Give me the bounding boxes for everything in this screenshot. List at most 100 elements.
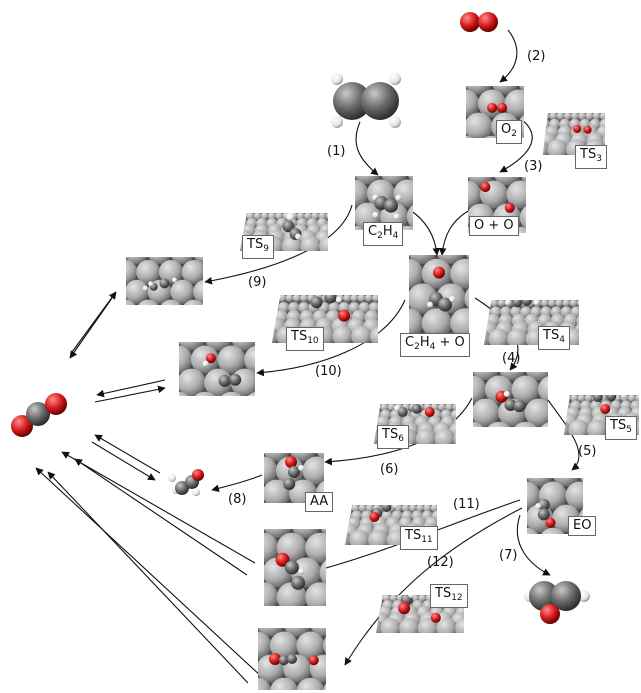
- hydrogen-atom: [504, 300, 511, 306]
- oxygen-atom: [504, 202, 515, 213]
- surface-c2h4-plus-o: [409, 255, 469, 335]
- arrow-step-10: [256, 299, 406, 377]
- arrow-co2-e1: [35, 467, 264, 679]
- label-ts11: TS11: [400, 526, 438, 550]
- surface-step9-product: [126, 257, 203, 305]
- arrow-step-12: [344, 507, 523, 666]
- label-ts10: TS10: [286, 327, 324, 351]
- step-label-1: (1): [327, 144, 345, 159]
- label-ts4: TS4: [538, 326, 570, 350]
- c2h4o-c: C: [405, 335, 415, 350]
- ts5-main: TS: [610, 418, 627, 433]
- oxygen-atom: [480, 182, 491, 193]
- arrow-step-6: [324, 397, 473, 466]
- step-label-2: (2): [527, 49, 545, 64]
- step-label-4: (4): [502, 351, 520, 366]
- c2h4-c: C: [368, 224, 378, 239]
- arrow-co2-c2: [91, 441, 156, 481]
- hydrogen-atom: [286, 213, 295, 221]
- hydrogen-atom: [427, 301, 433, 308]
- label-ts12: TS12: [430, 584, 468, 608]
- hydrogen-atom: [533, 300, 540, 306]
- ts6-sub: 6: [398, 434, 404, 444]
- step-label-8: (8): [228, 492, 246, 507]
- label-c2h4-plus-o: C2H4 + O: [400, 333, 470, 357]
- oxygen-atom: [205, 353, 216, 364]
- oxygen-atom: [275, 552, 290, 567]
- carbon-atom: [283, 478, 296, 490]
- step-label-7: (7): [499, 548, 517, 563]
- surface-oxametallacycle: [473, 372, 548, 427]
- hydrogen-atom: [142, 285, 148, 291]
- arrow-c2h4-to-merge: [409, 209, 441, 256]
- oxygen-atom: [573, 124, 582, 133]
- label-ts5: TS5: [605, 416, 637, 440]
- arrow-step-9: [204, 204, 353, 285]
- oxygen-atom: [545, 517, 556, 528]
- ts12-main: TS: [435, 586, 452, 601]
- ts10-sub: 10: [307, 336, 319, 346]
- carbon-atom: [310, 296, 323, 309]
- c2h4o-sub1: 2: [414, 342, 420, 352]
- hydrogen-atom: [395, 194, 402, 201]
- arrow-step-1: [355, 121, 379, 176]
- surface-step10-product: [179, 342, 255, 396]
- hydrogen-atom: [298, 568, 305, 575]
- carbon-atom: [521, 300, 532, 306]
- hydrogen-atom: [172, 277, 178, 283]
- carbon-atom: [288, 466, 300, 478]
- oxygen-atom: [430, 612, 441, 623]
- c2h4o-h: H: [419, 335, 430, 350]
- step-label-5: (5): [578, 444, 596, 459]
- arrow-co2-c1: [94, 434, 161, 474]
- c2h4-sub2: 4: [392, 231, 399, 241]
- acetaldehyde-gas-molecule: [168, 469, 204, 496]
- ts11-main: TS: [405, 528, 422, 543]
- oxygen-atom: [369, 512, 380, 522]
- step-label-6: (6): [380, 462, 398, 477]
- ts5-sub: 5: [626, 425, 632, 435]
- oxygen-atom: [285, 456, 297, 468]
- carbon-atom: [512, 300, 523, 308]
- step-label-3: (3): [524, 159, 542, 174]
- carbon-atom: [504, 399, 517, 411]
- oxygen-atom: [496, 102, 507, 113]
- carbon-atom: [537, 498, 550, 511]
- ts3-sub: 3: [596, 154, 602, 164]
- carbon-atom: [606, 395, 617, 402]
- o2-sub: 2: [511, 129, 517, 139]
- hydrogen-atom: [392, 505, 399, 508]
- arrow-step-8: [211, 474, 263, 493]
- ts4-sub: 4: [559, 335, 565, 345]
- ts3-main: TS: [580, 147, 597, 162]
- arrow-co2-d2: [74, 458, 248, 576]
- label-o-plus-o: O + O: [469, 216, 519, 236]
- surface-ts10: [272, 295, 378, 343]
- carbon-atom: [218, 374, 231, 387]
- carbon-atom: [229, 373, 242, 386]
- co2-molecule: [11, 393, 67, 437]
- hydrogen-atom: [148, 281, 154, 287]
- carbon-atom: [397, 407, 408, 417]
- ts9-sub: 9: [263, 244, 269, 254]
- carbon-atom: [282, 220, 295, 233]
- arrow-co2-e2: [47, 471, 249, 684]
- label-ts6: TS6: [377, 425, 409, 449]
- o2-main: O: [501, 122, 512, 137]
- surface-step12-product: [258, 628, 326, 690]
- oxygen-atom: [424, 407, 435, 417]
- surface-aa: [264, 453, 324, 503]
- carbon-atom: [383, 198, 398, 213]
- carbon-atom: [438, 297, 452, 312]
- hydrogen-atom: [393, 213, 400, 220]
- carbon-atom: [411, 404, 422, 414]
- hydrogen-atom: [202, 360, 209, 367]
- oxygen-atom: [308, 655, 319, 666]
- surface-ts12: [376, 595, 464, 633]
- arrow-co2-a1: [69, 297, 113, 359]
- arrow-co2-a2: [71, 291, 117, 353]
- hydrogen-atom: [449, 296, 456, 302]
- arrow-co2-b1: [96, 379, 166, 398]
- step-label-11: (11): [453, 497, 480, 512]
- oxygen-atom: [338, 309, 351, 322]
